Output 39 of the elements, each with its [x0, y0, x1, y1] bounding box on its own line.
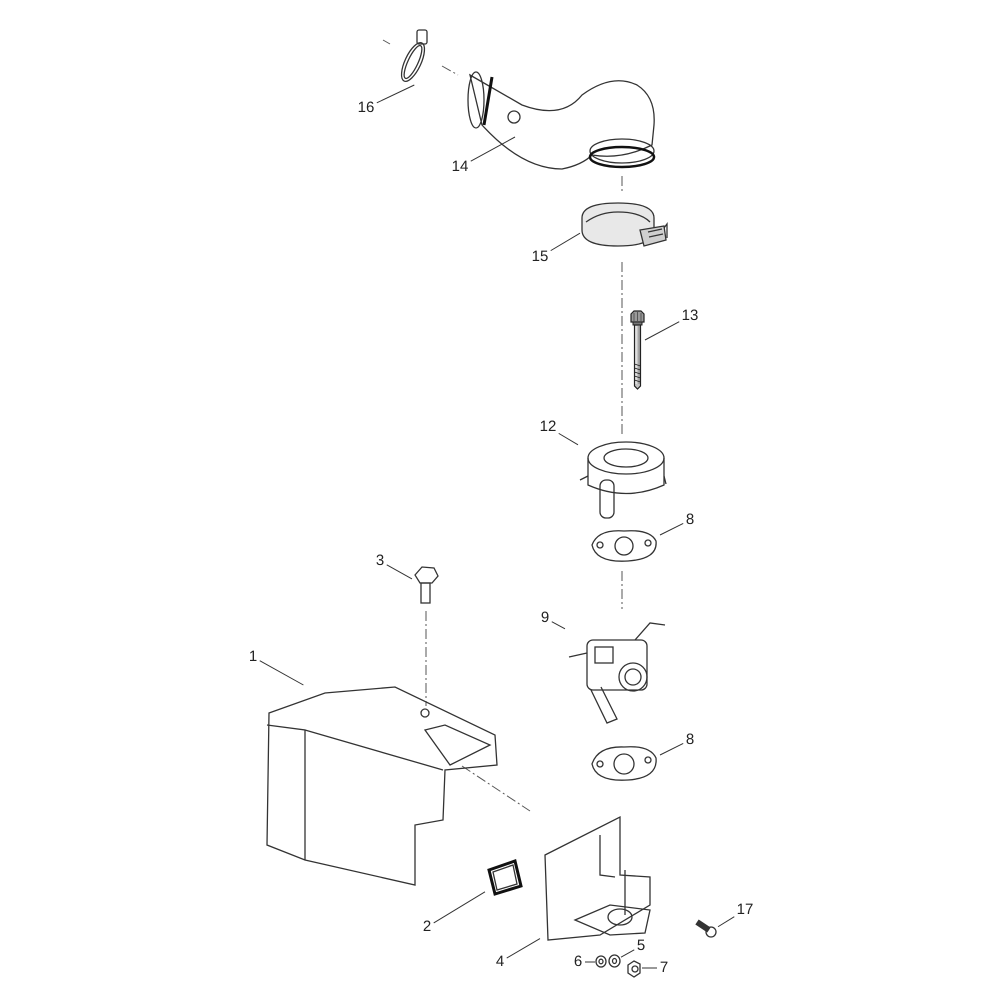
leader-line	[558, 432, 578, 446]
callout-number: 7	[659, 959, 669, 977]
air-filter-cover-drawing	[265, 685, 500, 888]
leader-line	[660, 742, 684, 756]
callout-number: 14	[451, 158, 469, 176]
callout-number: 13	[681, 307, 699, 325]
leader-line	[506, 938, 540, 959]
nut-drawing	[626, 959, 642, 978]
leader-line	[259, 660, 304, 686]
bolt-drawing	[412, 565, 440, 605]
callout-number: 8	[685, 731, 695, 749]
seal-drawing	[485, 858, 525, 896]
callout-number: 1	[248, 648, 258, 666]
callout-number: 15	[531, 248, 549, 266]
leader-line	[620, 949, 635, 958]
callout-number: 8	[685, 511, 695, 529]
callout-number: 6	[573, 953, 583, 971]
callout-number: 17	[736, 901, 754, 919]
leader-line	[551, 621, 566, 630]
leader-line	[550, 232, 580, 252]
callout-number: 2	[422, 918, 432, 936]
leader-line	[386, 564, 412, 580]
callout-number: 5	[636, 937, 646, 955]
callout-number: 4	[495, 953, 505, 971]
leader-line	[376, 84, 415, 104]
carburetor-housing-drawing	[578, 440, 668, 520]
leader-line	[470, 136, 516, 162]
leader-line	[433, 891, 486, 924]
leader-line	[644, 321, 680, 340]
leader-line	[718, 916, 735, 928]
washer-drawing	[608, 954, 621, 968]
screw-drawing	[695, 918, 718, 940]
bolt-drawing	[630, 310, 645, 390]
callout-number: 12	[539, 418, 557, 436]
callout-number: 3	[375, 552, 385, 570]
leader-line	[660, 522, 684, 536]
callout-number: 9	[540, 609, 550, 627]
callout-number: 16	[357, 99, 375, 117]
washer-drawing	[595, 955, 607, 968]
